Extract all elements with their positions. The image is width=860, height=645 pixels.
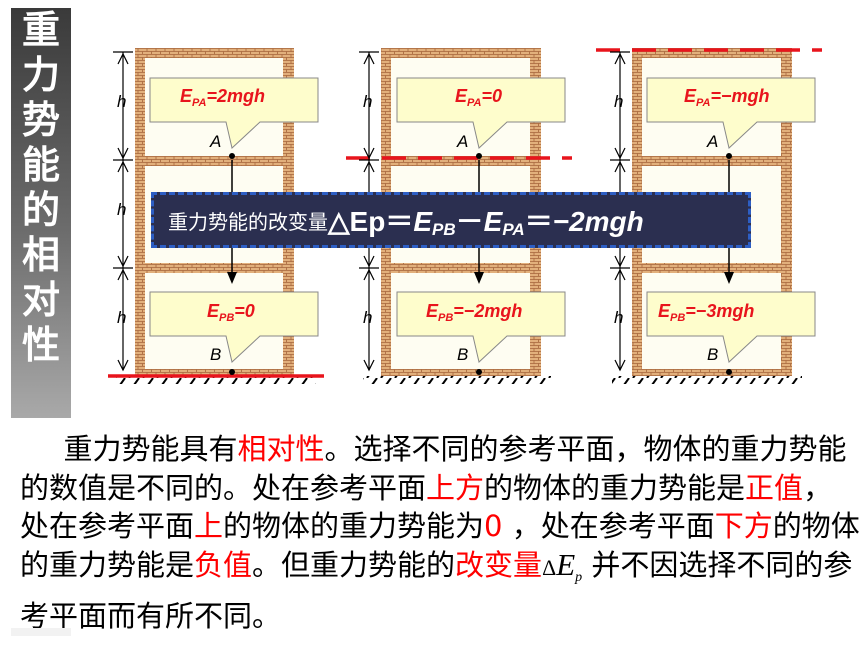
title-char: 性 (21, 323, 60, 367)
title-char: 势 (21, 98, 60, 142)
title-char: 相 (21, 233, 60, 277)
energy-label-b: EPB=0 (207, 301, 255, 324)
point-a (229, 153, 235, 159)
energy-label-a: EPA=2mgh (180, 86, 265, 109)
title-char: 的 (21, 188, 60, 232)
ground-hatch (612, 376, 802, 384)
height-label: h (614, 92, 623, 111)
point-b-label: B (707, 345, 718, 364)
callout-box (396, 77, 566, 149)
point-a (476, 153, 482, 159)
point-b (476, 369, 482, 375)
point-b (229, 369, 235, 375)
energy-change-banner: 重力势能的改变量 △Ep＝EPB－EPA＝−2mgh (151, 192, 751, 248)
title-char: 对 (21, 278, 60, 322)
explanation-paragraph: 重力势能具有相对性。选择不同的参考平面，物体的重力势能的数值是不同的。处在参考平… (20, 432, 860, 633)
energy-label-b: EPB=−3mgh (658, 301, 754, 324)
delta-ep-symbol: ΔEp (542, 546, 583, 585)
footer-strip (11, 628, 71, 636)
point-a-label: A (706, 132, 718, 151)
point-b-label: B (457, 345, 468, 364)
height-label: h (117, 92, 126, 111)
height-label: h (614, 308, 623, 327)
ground-hatch (363, 376, 551, 384)
point-a-label: A (209, 132, 221, 151)
callout-box (396, 291, 566, 363)
energy-label-a: EPA=−mgh (684, 86, 770, 109)
page-title: 重 力 势 能 的 相 对 性 (11, 8, 71, 368)
title-char: 能 (21, 143, 60, 187)
banner-equation: △Ep＝EPB－EPA＝−2mgh (328, 206, 644, 239)
point-a-label: A (456, 132, 468, 151)
banner-prefix: 重力势能的改变量 (168, 209, 328, 234)
title-char: 力 (21, 53, 60, 97)
energy-label-b: EPB=−2mgh (426, 301, 522, 324)
height-label: h (363, 92, 372, 111)
energy-label-a: EPA=0 (455, 86, 502, 109)
point-b-label: B (210, 345, 221, 364)
point-a (726, 153, 732, 159)
height-label: h (117, 200, 126, 219)
height-label: h (117, 308, 126, 327)
sidebar-title-bar: 重 力 势 能 的 相 对 性 (11, 8, 71, 418)
callout-box (646, 291, 816, 363)
callout-box (646, 77, 816, 149)
point-b (726, 369, 732, 375)
callout-box (149, 291, 319, 363)
callout-box (149, 77, 319, 149)
title-char: 重 (21, 8, 60, 52)
height-label: h (363, 308, 372, 327)
ground-hatch (116, 376, 316, 384)
